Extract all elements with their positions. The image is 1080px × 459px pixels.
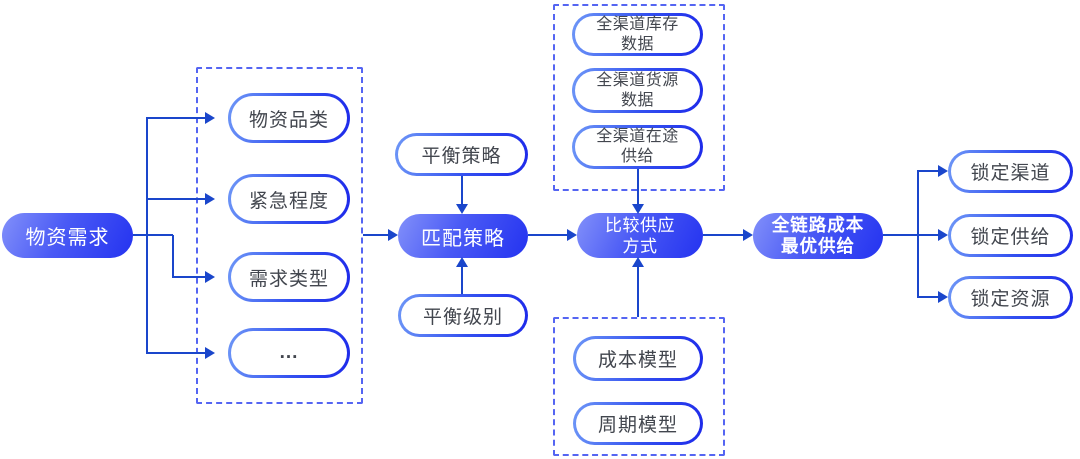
node-balance-strategy-label: 平衡策略 [398,136,525,173]
label-line2: 方式 [622,236,658,256]
label-line2: 最优供给 [781,236,855,256]
arrowhead-balance-level-up [456,257,468,267]
connector-optimal-out [883,234,919,236]
node-material-category: 物资品类 [228,93,350,143]
node-cycle-model: 周期模型 [573,402,703,445]
connector-to-lock-resource [917,296,938,298]
arrowhead-to-more [205,347,215,359]
channel-data-group-box [553,4,725,191]
connector-demand-out [133,234,173,236]
demand-attributes-group-box [196,67,363,404]
arrowhead-to-lock-supply [938,229,948,241]
arrowhead-to-lock-channel [938,165,948,177]
arrowhead-compare-to-optimal [743,229,753,241]
node-lock-resource: 锁定资源 [948,276,1073,319]
arrowhead-to-type [205,271,215,283]
connector-to-urgency [147,198,205,200]
label-line1: 比较供应 [605,215,675,235]
node-urgency-level-label: 紧急程度 [231,177,347,221]
node-balance-strategy: 平衡策略 [395,133,528,176]
connector-to-lock-supply [917,234,938,236]
connector-demand-drop [172,235,174,278]
label-line1: 全渠道库存 [596,15,679,33]
node-lock-supply: 锁定供给 [948,214,1073,257]
connector-models-up [637,267,639,317]
node-balance-level: 平衡级别 [398,294,528,337]
connector-demand-trunk [146,117,148,354]
node-balance-level-label: 平衡级别 [401,297,525,334]
connector-compare-to-optimal [703,234,743,236]
node-material-category-label: 物资品类 [231,96,347,140]
node-more-attributes-label: ... [231,331,347,375]
arrowhead-to-category [205,112,215,124]
model-group-box [553,317,725,456]
node-compare-supply-mode: 比较供应 方式 [577,213,703,258]
label-line1: 全链路成本 [771,215,865,235]
connector-to-category [147,117,205,119]
node-cost-model-label: 成本模型 [576,339,700,378]
connector-channel-data-down [637,169,639,204]
node-demand-type-label: 需求类型 [231,255,347,299]
arrowhead-models-up [632,257,644,267]
node-urgency-level: 紧急程度 [228,174,350,224]
connector-attrs-to-match [363,234,388,236]
connector-match-to-compare [528,234,567,236]
node-omnichannel-source-data-label: 全渠道货源 数据 [575,71,700,110]
arrowhead-to-lock-resource [938,291,948,303]
arrowhead-match-to-compare [567,229,577,241]
label-line2: 数据 [620,91,654,109]
node-more-attributes: ... [228,328,350,378]
node-cost-model: 成本模型 [573,336,703,381]
arrowhead-attrs-to-match [388,229,398,241]
node-omnichannel-inventory-data: 全渠道库存 数据 [572,13,703,56]
node-lock-supply-label: 锁定供给 [951,217,1070,254]
node-omnichannel-source-data: 全渠道货源 数据 [572,68,703,113]
arrowhead-to-urgency [205,193,215,205]
node-cycle-model-label: 周期模型 [576,405,700,442]
node-lock-resource-label: 锁定资源 [951,279,1070,316]
connector-to-type [172,276,205,278]
label-line2: 供给 [620,148,654,165]
node-lock-channel: 锁定渠道 [948,150,1073,193]
node-omnichannel-in-transit-supply-label: 全渠道在途 供给 [575,128,700,166]
connector-balance-level-up [461,267,463,294]
label-line1: 全渠道货源 [596,71,679,89]
connector-to-lock-channel [917,170,938,172]
node-match-strategy: 匹配策略 [398,214,528,258]
label-line2: 数据 [620,35,654,53]
node-lock-channel-label: 锁定渠道 [951,153,1070,190]
arrowhead-channel-data-down [632,204,644,214]
arrowhead-balance-strategy-down [456,204,468,214]
node-omnichannel-in-transit-supply: 全渠道在途 供给 [572,125,703,169]
node-omnichannel-inventory-data-label: 全渠道库存 数据 [575,16,700,53]
node-optimal-full-chain-supply: 全链路成本 最优供给 [753,213,883,259]
connector-balance-strategy-down [461,176,463,205]
label-line1: 全渠道在途 [596,128,679,145]
node-demand-type: 需求类型 [228,252,350,302]
node-material-demand: 物资需求 [2,213,133,258]
connector-to-more [147,352,205,354]
